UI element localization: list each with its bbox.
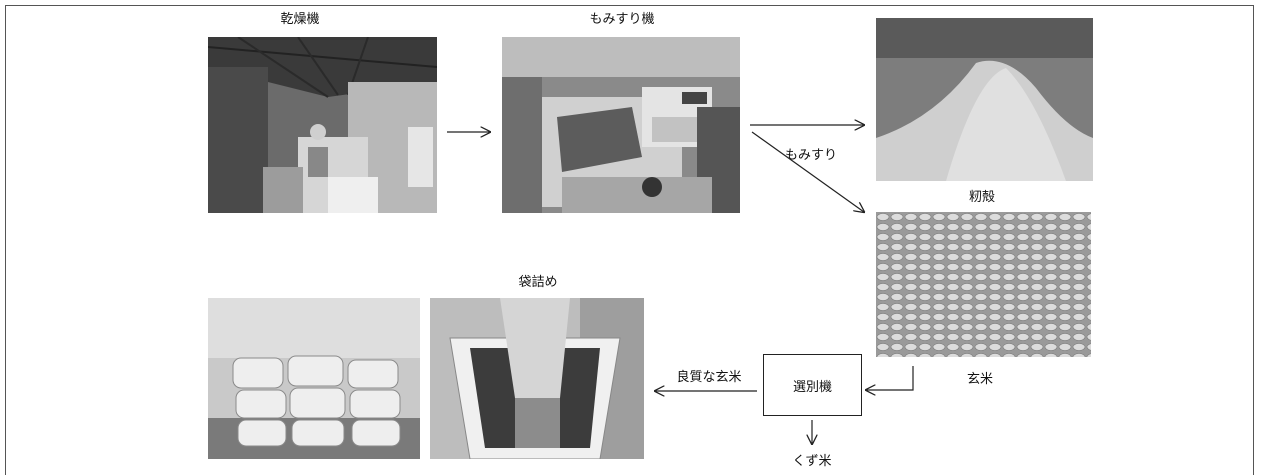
dryer-label: 乾燥機 <box>280 12 320 27</box>
sorter-box: 選別機 <box>763 354 862 416</box>
sorter-label: 選別機 <box>792 379 832 395</box>
arrow-to-brown-rice <box>751 131 864 212</box>
husks-label: 籾殻 <box>968 190 996 205</box>
bagging-label: 袋詰め <box>518 275 558 290</box>
husker-label: もみすり機 <box>589 12 655 27</box>
husks-photo <box>876 18 1093 181</box>
good-brown-rice-label: 良質な玄米 <box>676 370 742 385</box>
husker-photo <box>502 37 740 213</box>
brown-rice-label: 玄米 <box>966 372 994 387</box>
rice-bags-photo <box>208 298 420 459</box>
figure-frame <box>5 5 1254 475</box>
broken-rice-label: くず米 <box>792 454 832 469</box>
bagging-photo <box>430 298 644 459</box>
arrow-brown-rice-to-sorter <box>866 366 914 390</box>
brown-rice-photo <box>876 212 1091 357</box>
dryer-photo <box>208 37 437 213</box>
husking-action-label: もみすり <box>784 148 838 163</box>
